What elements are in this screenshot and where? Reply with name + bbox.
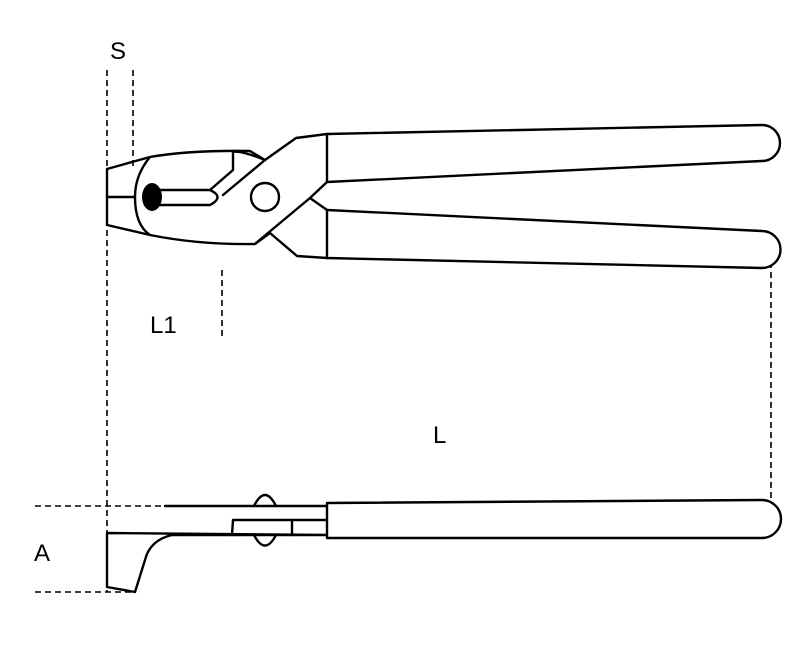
pliers-side-view bbox=[105, 493, 783, 594]
dimension-label-l: L bbox=[433, 422, 447, 449]
pliers-top-view bbox=[105, 123, 782, 270]
jaw-inner bbox=[133, 155, 219, 237]
jaw-teeth bbox=[142, 183, 162, 211]
upper-handle bbox=[325, 123, 782, 184]
side-plate bbox=[230, 518, 329, 537]
pivot-rivet bbox=[249, 181, 281, 213]
dimension-lines bbox=[35, 70, 772, 593]
dimension-label-l1: L1 bbox=[150, 312, 177, 339]
cross-arm bbox=[208, 150, 329, 245]
lower-handle bbox=[325, 208, 782, 270]
side-jaw bbox=[105, 504, 329, 594]
dimension-label-s: S bbox=[110, 38, 127, 65]
dimension-label-a: A bbox=[34, 540, 51, 567]
side-rivet bbox=[252, 493, 278, 547]
jaw-outline bbox=[105, 132, 329, 260]
side-handle bbox=[325, 498, 783, 540]
